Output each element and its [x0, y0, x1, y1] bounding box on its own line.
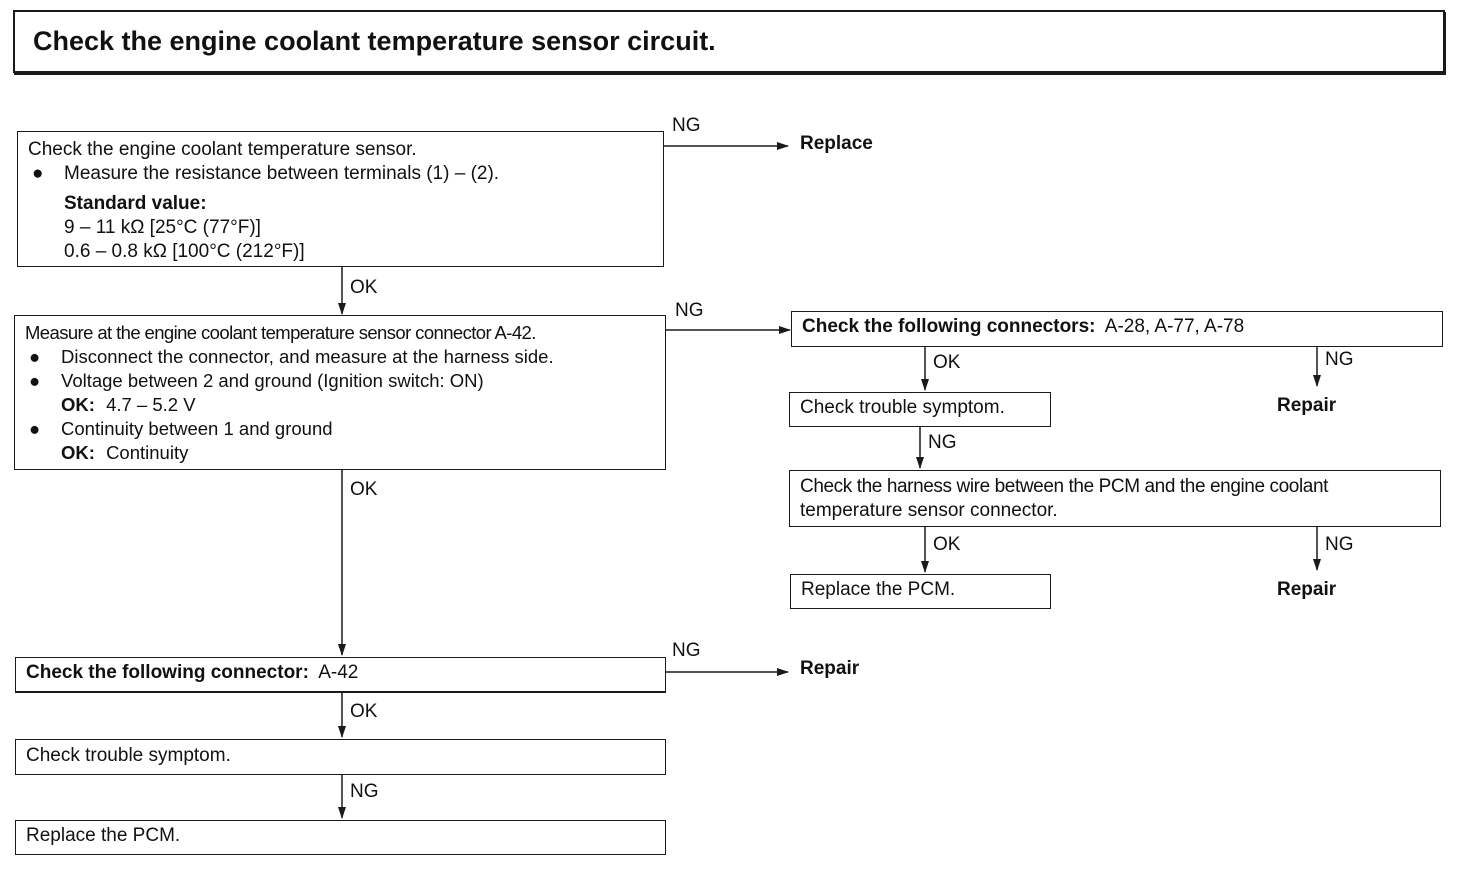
step2-bullet2-text: Voltage between 2 and ground (Ignition s…	[61, 370, 484, 391]
step2-bullet3: ● Continuity between 1 and ground	[25, 417, 655, 441]
step2-ok2-label: OK:	[61, 442, 95, 463]
page-title: Check the engine coolant temperature sen…	[13, 10, 1445, 73]
step1-ng-label: NG	[672, 115, 701, 136]
lower-repair: Repair	[800, 658, 860, 679]
right-ok3-label: OK	[933, 534, 961, 555]
lower-ok-label: OK	[350, 701, 378, 722]
step1-box: Check the engine coolant temperature sen…	[17, 131, 664, 267]
step2-ok-label: OK	[350, 479, 378, 500]
step2-ok1: OK: 4.7 – 5.2 V	[25, 393, 655, 417]
right-ng-label: NG	[1325, 349, 1354, 370]
step1-replace-result: Replace	[800, 133, 873, 154]
step1-heading: Check the engine coolant temperature sen…	[28, 139, 417, 160]
right-harness-box: Check the harness wire between the PCM a…	[789, 470, 1441, 527]
right-harness-line1: Check the harness wire between the PCM a…	[800, 476, 1328, 497]
right-trouble-text: Check trouble symptom.	[800, 397, 1005, 418]
bullet-icon: ●	[32, 163, 44, 184]
right-connectors-value: A-28, A-77, A-78	[1104, 316, 1245, 337]
step1-std-label: Standard value:	[64, 193, 207, 214]
right-connectors-box: Check the following connectors: A-28, A-…	[791, 311, 1443, 347]
step2-ok2: OK: Continuity	[25, 441, 655, 465]
bullet-icon: ●	[29, 418, 41, 439]
step2-ng-label: NG	[675, 300, 704, 321]
lower-connector-box: Check the following connector: A-42	[15, 657, 666, 692]
right-ng2-label: NG	[928, 432, 957, 453]
lower-replace-pcm-box: Replace the PCM.	[15, 820, 666, 855]
step1-ok-label: OK	[350, 277, 378, 298]
step1-bullet: ● Measure the resistance between termina…	[28, 162, 653, 186]
right-connectors-label: Check the following connectors:	[802, 316, 1096, 337]
bullet-icon: ●	[29, 370, 41, 391]
right-harness-line2: temperature sensor connector.	[800, 500, 1058, 521]
right-repair1: Repair	[1277, 395, 1337, 416]
right-replace-pcm-text: Replace the PCM.	[801, 579, 956, 600]
step2-ok2-value: Continuity	[106, 442, 189, 463]
lower-ng2-label: NG	[350, 781, 379, 802]
right-ok-label: OK	[933, 352, 961, 373]
right-repair2: Repair	[1277, 579, 1337, 600]
lower-replace-pcm-text: Replace the PCM.	[26, 825, 181, 846]
step1-bullet-text: Measure the resistance between terminals…	[64, 163, 500, 184]
step2-bullet3-text: Continuity between 1 and ground	[61, 418, 333, 439]
step2-box: Measure at the engine coolant temperatur…	[14, 315, 666, 470]
lower-connector-value: A-42	[318, 662, 359, 683]
lower-ng-label: NG	[672, 640, 701, 661]
lower-trouble-text: Check trouble symptom.	[26, 745, 231, 766]
right-replace-pcm-box: Replace the PCM.	[790, 574, 1051, 609]
right-ng3-label: NG	[1325, 534, 1354, 555]
step1-std-value2: 0.6 – 0.8 kΩ [100°C (212°F)]	[64, 241, 305, 262]
step2-heading: Measure at the engine coolant temperatur…	[25, 322, 536, 343]
step2-bullet2: ● Voltage between 2 and ground (Ignition…	[25, 369, 655, 393]
bullet-icon: ●	[29, 346, 41, 367]
right-trouble-box: Check trouble symptom.	[789, 392, 1051, 427]
lower-connector-label: Check the following connector:	[26, 662, 309, 683]
step2-ok1-value: 4.7 – 5.2 V	[106, 394, 196, 415]
step2-bullet1-text: Disconnect the connector, and measure at…	[61, 346, 554, 367]
step2-bullet1: ● Disconnect the connector, and measure …	[25, 345, 655, 369]
step2-ok1-label: OK:	[61, 394, 95, 415]
lower-trouble-box: Check trouble symptom.	[15, 739, 666, 775]
step1-std-value1: 9 – 11 kΩ [25°C (77°F)]	[64, 217, 261, 238]
